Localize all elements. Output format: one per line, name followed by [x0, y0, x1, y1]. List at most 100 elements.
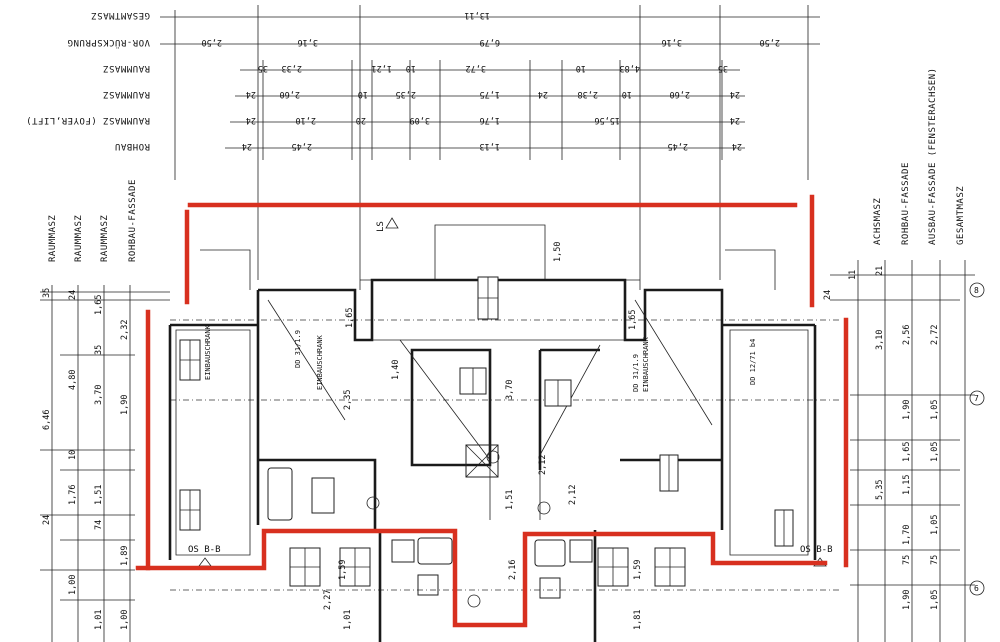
room-label: DD 12/71 b4	[749, 339, 757, 385]
inner-dim: 1,59	[633, 560, 643, 580]
building-plan: EINBAUSCHRANK EINBAUSCHRANK EINBAUSCHRAN…	[168, 217, 840, 642]
dim-row-label-3: RAUMMASZ	[103, 89, 150, 99]
dim-value: 3,72	[466, 63, 486, 73]
dim-value: 3,16	[662, 37, 682, 47]
right-dim-value: 5,35	[875, 480, 885, 500]
window-icon	[459, 367, 487, 395]
right-dim-value: 1,15	[902, 475, 912, 495]
right-dim-value: 3,10	[875, 330, 885, 350]
dim-value: 2,45	[292, 141, 312, 151]
right-dim-value: 1,90	[902, 400, 912, 420]
room-label: EINBAUSCHRANK	[642, 336, 650, 392]
red-bottom-outline	[135, 528, 828, 628]
svg-text:6: 6	[974, 584, 979, 593]
loggia-inner	[175, 329, 809, 556]
door-tag	[366, 496, 380, 510]
inner-dim: 1,01	[343, 610, 353, 630]
north-projection	[360, 224, 640, 281]
toilet-icon	[417, 574, 439, 596]
lift-shaft	[465, 444, 499, 478]
right-column-label: ACHSMASZ	[873, 198, 883, 245]
inner-dim: 1,59	[338, 560, 348, 580]
right-column-label: AUSBAU-FASSADE (FENSTERACHSEN)	[928, 67, 938, 245]
dim-value: 2,50	[760, 37, 780, 47]
dim-row-label-2: RAUMMASZ	[103, 63, 150, 73]
inner-dim: 1,51	[505, 490, 515, 510]
stair-lines	[489, 350, 541, 520]
right-dim-value: 1,90	[902, 590, 912, 610]
left-dim-value: 1,00	[120, 610, 130, 630]
top-dimension-chain: GESAMTMASZ VOR-RÜCKSPRUNG RAUMMASZ RAUMM…	[26, 5, 820, 290]
room-label: DD 31/1.9	[632, 354, 640, 392]
door-tag	[467, 594, 481, 608]
balcony-outline	[200, 249, 776, 290]
left-dim-value: 1,51	[94, 485, 104, 505]
right-dim-value: 1,05	[930, 442, 940, 462]
inner-dim: 1,65	[628, 310, 638, 330]
dim-value: 1,21	[372, 63, 392, 73]
dim-value: 24	[242, 141, 252, 151]
inner-dim: 2,35	[343, 390, 353, 410]
svg-text:8: 8	[974, 286, 979, 295]
dim-value: 35	[258, 63, 268, 73]
toilet-icon	[539, 577, 561, 599]
door-tag	[486, 450, 500, 464]
left-dim-value: 4,80	[68, 370, 78, 390]
bathtub-icon	[267, 467, 293, 521]
left-dimension-columns: RAUMMASZ RAUMMASZ RAUMMASZ ROHBAU-FASSAD…	[40, 179, 170, 642]
inner-dim: 2,27	[323, 590, 333, 610]
dim-value: 3,16	[298, 37, 318, 47]
dim-row-label-0: GESAMTMASZ	[91, 10, 150, 20]
left-dim-value: 6,46	[42, 410, 52, 430]
dim-value: 20	[356, 115, 366, 125]
core-room-right	[538, 348, 600, 470]
left-column-label: RAUMMASZ	[74, 215, 84, 262]
dim-value: 2,60	[670, 89, 690, 99]
exterior-wall	[256, 278, 724, 530]
dim-value: 24	[730, 89, 740, 99]
right-dim-value: 2,72	[930, 325, 940, 345]
left-dim-value: 1,90	[120, 395, 130, 415]
left-dim-value: 1,00	[68, 575, 78, 595]
dim-value: 24	[538, 89, 548, 99]
right-column-label: GESAMTMASZ	[956, 186, 966, 245]
dim-row-label-4: RAUMMASZ (FOYER,LIFT)	[26, 115, 150, 125]
right-dim-value: 75	[930, 555, 940, 565]
room-label: EINBAUSCHRANK	[204, 324, 212, 380]
window-icon	[179, 339, 201, 381]
washbasin-icon	[311, 477, 335, 514]
red-boundary-overlay	[135, 194, 849, 628]
right-dim-value: 24	[823, 290, 833, 300]
dim-value: 2,10	[296, 115, 316, 125]
right-dim-value: 11	[848, 270, 858, 280]
window-icon	[289, 547, 321, 587]
window-icon	[597, 547, 629, 587]
window-icon	[654, 547, 686, 587]
left-dim-value: 2,32	[120, 320, 130, 340]
section-marker-ls: LS	[376, 217, 399, 232]
axis-marker-7: 7	[969, 390, 985, 406]
window-icon	[774, 509, 794, 547]
inner-dim: 2,12	[568, 485, 578, 505]
right-dimension-columns: ACHSMASZ ROHBAU-FASSADE AUSBAU-FASSADE (…	[823, 67, 985, 642]
right-dim-value: 1,05	[930, 590, 940, 610]
svg-text:7: 7	[974, 394, 979, 403]
dim-value: 2,33	[282, 63, 302, 73]
axis-marker-8: 8	[969, 282, 985, 298]
window-icon	[339, 547, 371, 587]
svg-text:LS: LS	[376, 221, 386, 232]
dim-value: 4,83	[620, 63, 640, 73]
dim-value: 24	[732, 141, 742, 151]
dim-value: 2,45	[668, 141, 688, 151]
window-icon	[544, 379, 572, 407]
axis-marker-6: 6	[969, 580, 985, 596]
sink-icon	[534, 539, 566, 567]
right-dim-value: 1,65	[902, 442, 912, 462]
right-dim-value: 1,05	[930, 515, 940, 535]
window-icon	[659, 454, 679, 492]
dim-row-label-1: VOR-RÜCKSPRUNG	[67, 37, 150, 48]
hatch-lines	[267, 299, 713, 461]
dim-value: 13,11	[464, 10, 490, 20]
dim-value: 24	[730, 115, 740, 125]
